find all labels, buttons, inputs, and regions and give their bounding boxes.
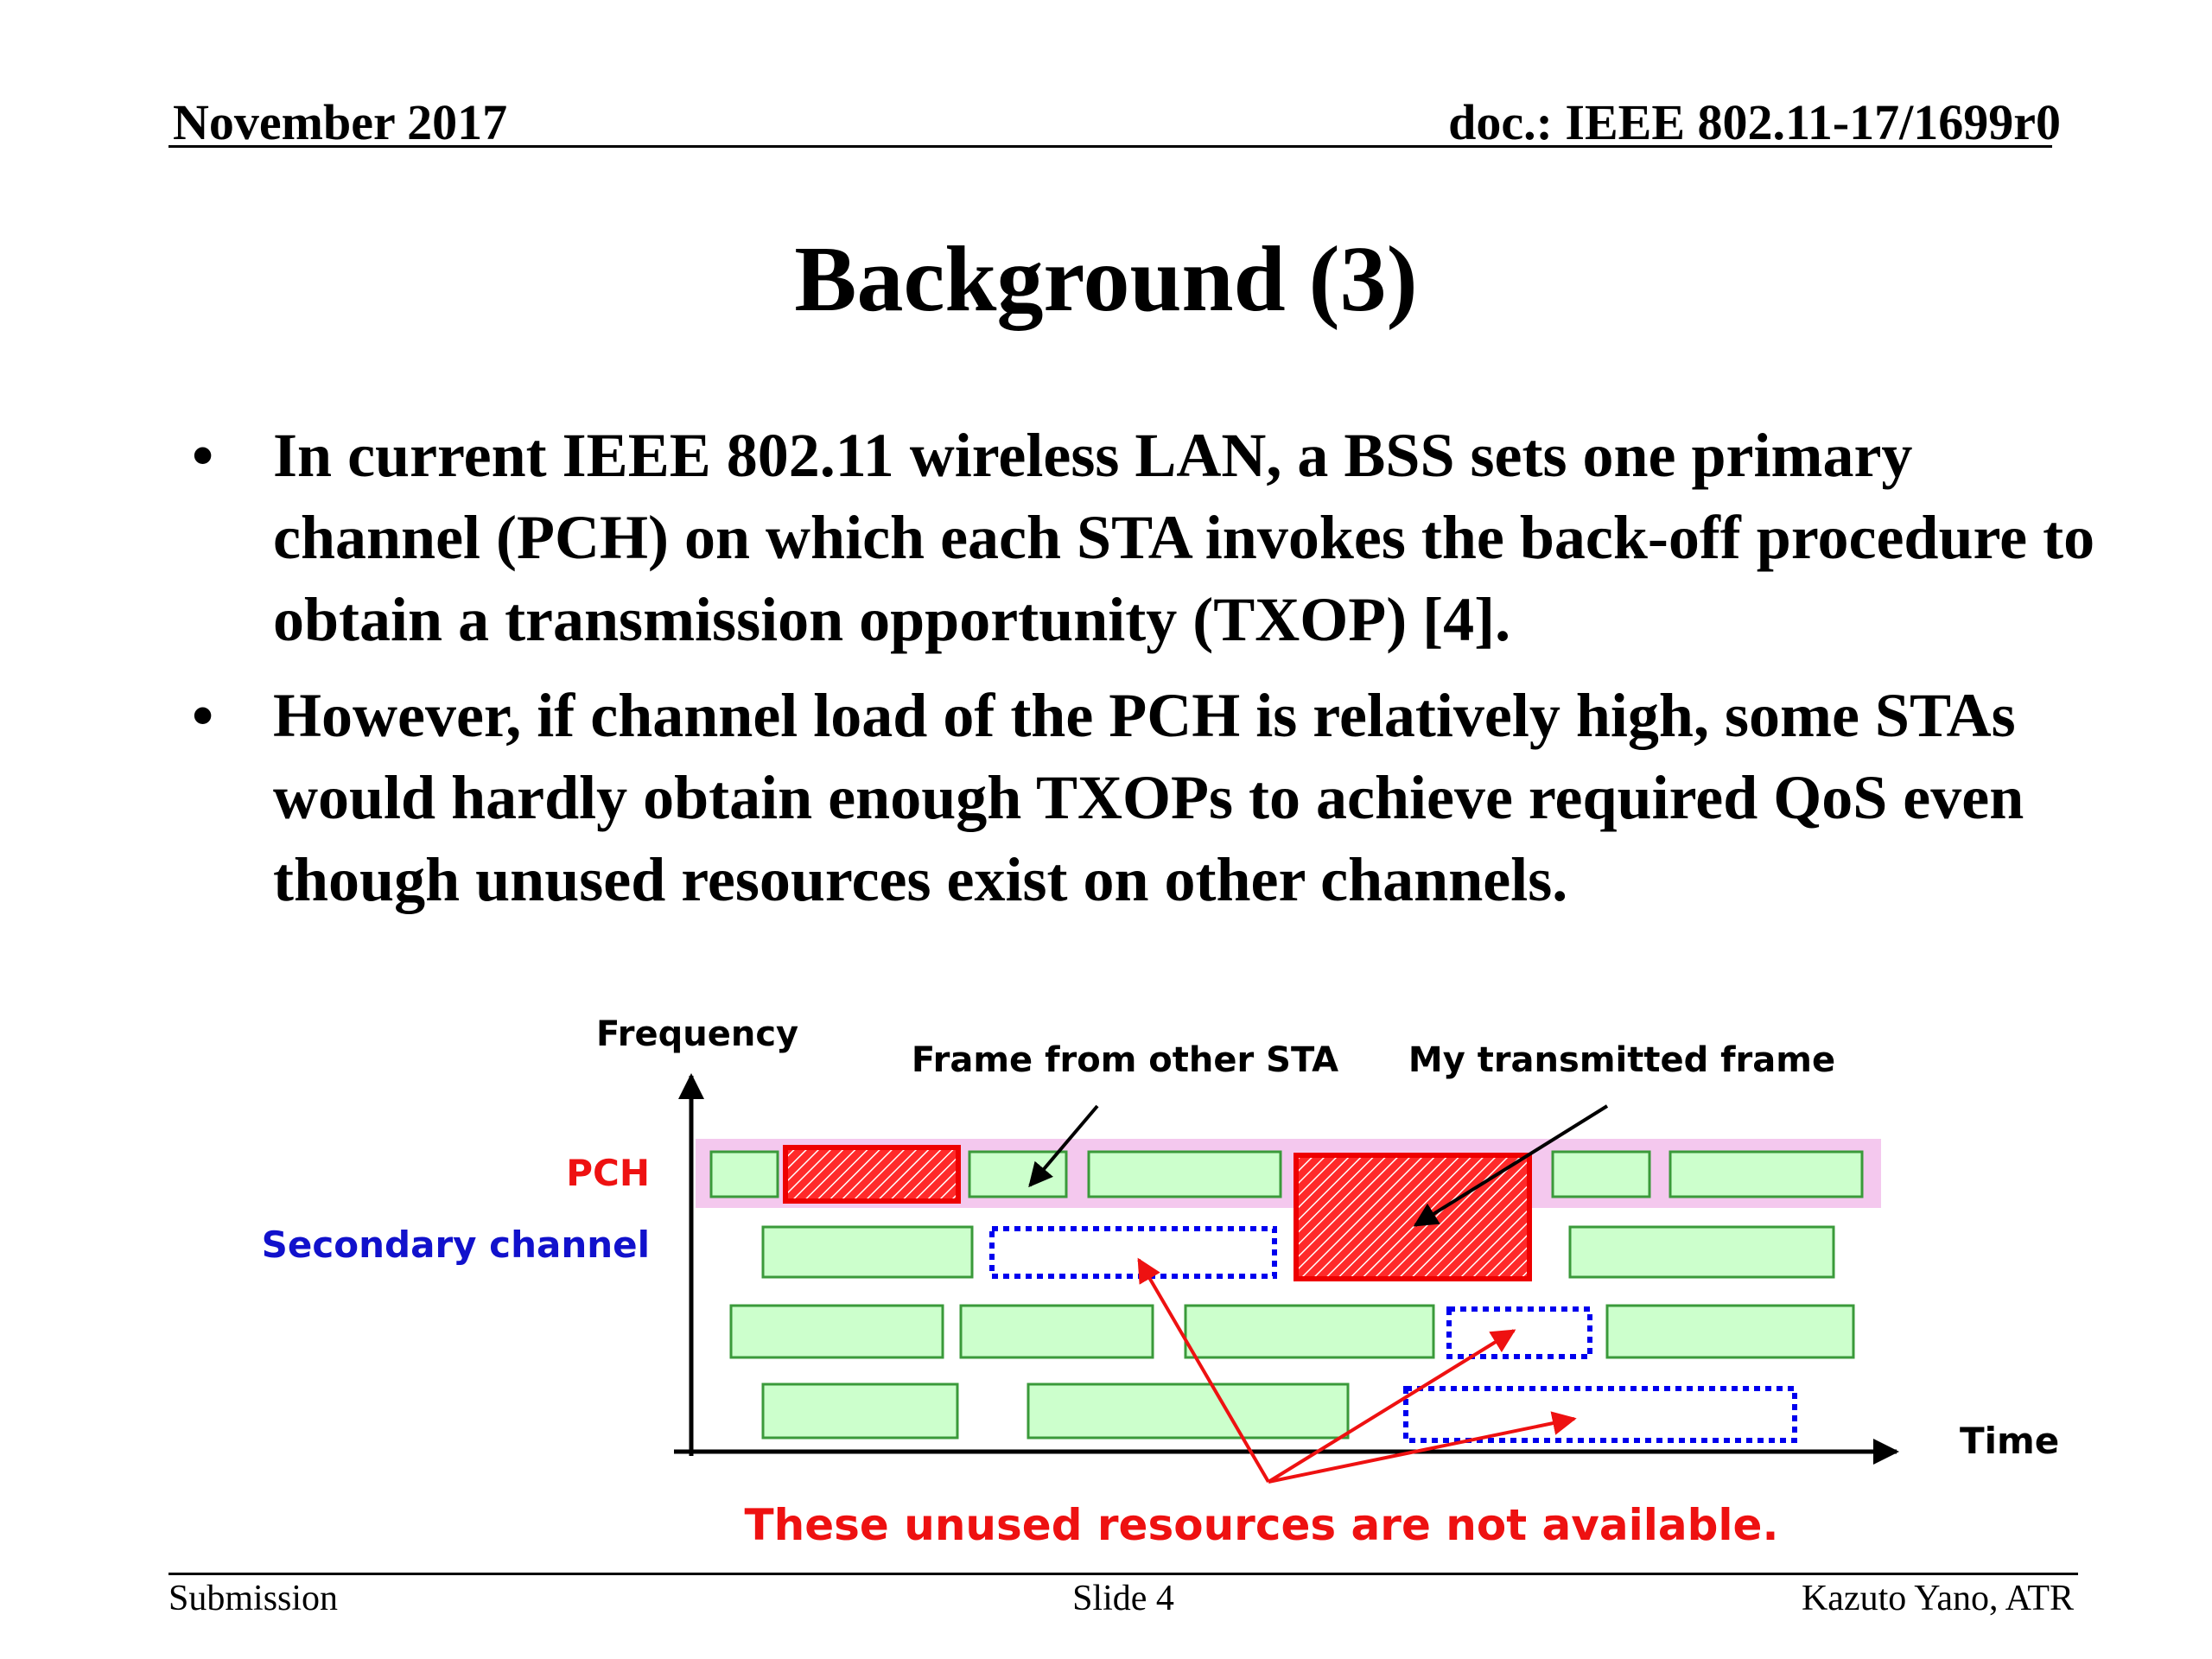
my-frame-label: My transmitted frame: [1408, 1040, 1835, 1080]
frame-block: [1087, 1150, 1282, 1198]
unused-resource: [989, 1226, 1277, 1279]
bullet-marker: •: [192, 421, 214, 490]
bullet-item: • However, if channel load of the PCH is…: [181, 675, 2108, 921]
header-rule: [168, 145, 2052, 148]
header-doc-number: doc.: IEEE 802.11-17/1699r0: [1448, 94, 2061, 150]
frame-other-arrow: [1028, 1104, 1099, 1188]
frame-block: [729, 1304, 944, 1359]
bullet-marker: •: [192, 681, 214, 750]
channel-row-4: [761, 1382, 1797, 1443]
frame-block: [1551, 1150, 1651, 1198]
frame-block: [1605, 1304, 1855, 1359]
footer-author: Kazuto Yano, ATR: [1801, 1579, 2074, 1618]
bullet-item: • In current IEEE 802.11 wireless LAN, a…: [181, 415, 2108, 661]
time-axis-label: Time: [1960, 1420, 2059, 1462]
bullet-text: However, if channel load of the PCH is r…: [273, 681, 2024, 914]
frame-block: [959, 1304, 1154, 1359]
frequency-axis-label: Frequency: [596, 1014, 798, 1054]
unused-resource: [1403, 1386, 1797, 1443]
frame-block: [709, 1150, 779, 1198]
slide-title: Background (3): [794, 228, 1418, 331]
secondary-channel-label: Secondary channel: [262, 1224, 650, 1266]
frame-block: [761, 1225, 974, 1279]
frame-block: [1568, 1225, 1835, 1279]
unused-resource: [1446, 1306, 1592, 1359]
my-frame-arrow: [1413, 1104, 1609, 1227]
unused-arrow: [1268, 1411, 1577, 1484]
footer-submission: Submission: [168, 1579, 339, 1618]
frame-block: [1027, 1382, 1350, 1440]
my-frame-block-wide: [1294, 1153, 1532, 1281]
pch-label: PCH: [566, 1152, 650, 1194]
pch-row: [709, 1145, 1864, 1281]
secondary-row: [761, 1225, 1835, 1279]
channel-row-3: [729, 1304, 1855, 1359]
unused-note: These unused resources are not available…: [745, 1500, 1779, 1550]
unused-arrow: [1267, 1329, 1516, 1484]
frame-block: [1669, 1150, 1864, 1198]
bullet-list: • In current IEEE 802.11 wireless LAN, a…: [181, 415, 2108, 921]
frame-other-label: Frame from other STA: [912, 1040, 1338, 1080]
unused-arrow: [1137, 1257, 1270, 1484]
my-frame-block: [783, 1145, 961, 1204]
bullet-text: In current IEEE 802.11 wireless LAN, a B…: [273, 421, 2095, 654]
frame-block: [1184, 1304, 1435, 1359]
footer-rule: [168, 1573, 2078, 1575]
header-date: November 2017: [173, 94, 508, 150]
footer-slide-number: Slide 4: [1072, 1579, 1174, 1618]
frame-block: [761, 1382, 959, 1440]
